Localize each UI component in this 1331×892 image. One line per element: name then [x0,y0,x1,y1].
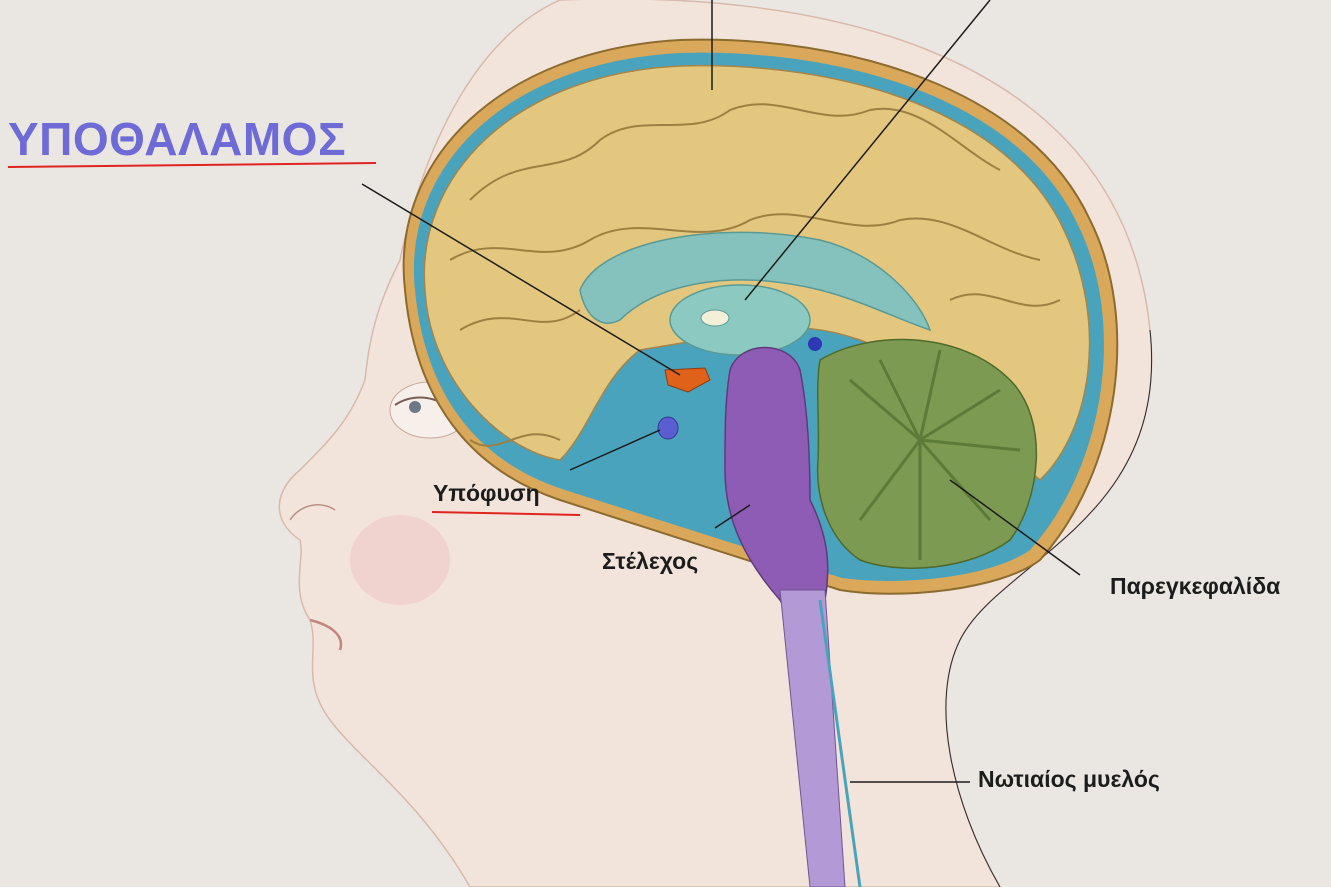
cerebellum [818,340,1037,569]
spinal-cord-label: Νωτιαίος μυελός [978,766,1160,793]
pineal-gland [808,337,822,351]
brainstem-label: Στέλεχος [602,548,698,575]
cheek [350,515,450,605]
pituitary-gland [658,417,678,439]
hypothalamus-label: ΥΠΟΘΑΛΑΜΟΣ [8,112,346,166]
thalamus [670,285,810,355]
cerebellum-label: Παρεγκεφαλίδα [1110,573,1280,600]
pituitary-label: Υπόφυση [433,480,540,507]
